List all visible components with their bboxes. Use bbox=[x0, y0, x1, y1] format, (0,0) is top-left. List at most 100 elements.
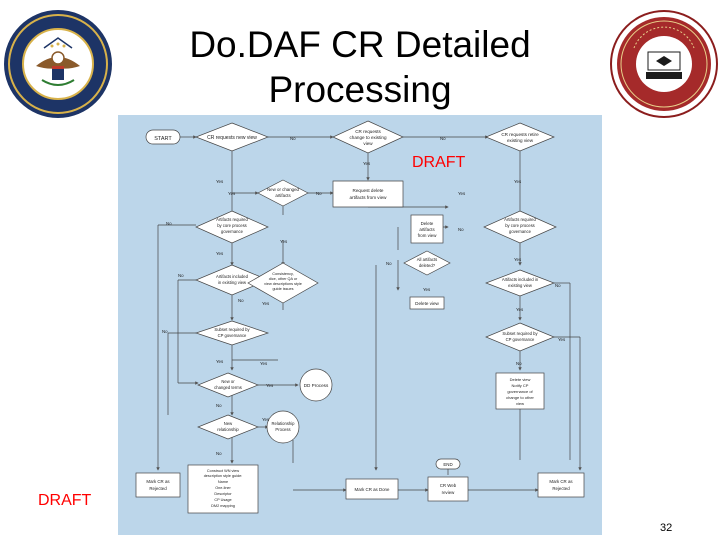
delete-notify-label-1: Delete view bbox=[510, 377, 531, 382]
cr-web-label-1: CR Web bbox=[440, 483, 457, 488]
decision-retire-view-label-2: existing view bbox=[507, 138, 534, 143]
process-relationship bbox=[266, 410, 300, 444]
subset-r-label-2: CP governance bbox=[506, 337, 535, 342]
delete-artifacts-label-1: Delete bbox=[421, 221, 434, 226]
connector-label-yes-13: Yes bbox=[216, 359, 224, 364]
delete-notify-label-5: view bbox=[516, 401, 524, 406]
mark-rejected-left-label-2: Rejected bbox=[149, 486, 167, 491]
decision-artifacts-core-right bbox=[483, 210, 557, 244]
connector-label-yes-1: Yes bbox=[363, 161, 371, 166]
all-artifacts-label-2: deleted? bbox=[419, 263, 436, 268]
mark-rejected-left-label-1: Mark CR as bbox=[146, 479, 170, 484]
decision-subset bbox=[194, 320, 270, 346]
connector-label-no-6: No bbox=[386, 261, 392, 266]
connector-label-yes-9: Yes bbox=[423, 287, 431, 292]
process-mark-rejected-left bbox=[135, 472, 181, 498]
connector-label-yes-7: Yes bbox=[514, 257, 522, 262]
new-terms-label-1: New or bbox=[221, 379, 235, 384]
connector-label-yes-10: Yes bbox=[262, 301, 270, 306]
slide-title: Do.DAF CR Detailed Processing bbox=[150, 22, 570, 112]
decision-change-view-label-1: CR requests bbox=[355, 129, 381, 134]
decision-change-view-label-3: view bbox=[363, 141, 373, 146]
dd-process-label: DD Process bbox=[304, 383, 329, 388]
mark-rejected-right-label-2: Rejected bbox=[552, 486, 570, 491]
slide-title-line-1: Do.DAF CR Detailed bbox=[189, 24, 531, 65]
process-dd bbox=[299, 368, 333, 402]
artifacts-incl-label-1: Artifacts included bbox=[216, 274, 249, 279]
construct-label-7: DM2 mapping bbox=[211, 504, 235, 508]
consistency-label-2: dice, other QA or bbox=[269, 277, 298, 281]
connector-label-no-11: No bbox=[516, 361, 522, 366]
end-terminator bbox=[435, 458, 461, 470]
new-relationship-label-1: New bbox=[224, 421, 233, 426]
dod-cio-seal bbox=[610, 10, 718, 118]
connector-label-yes-12: Yes bbox=[558, 337, 566, 342]
decision-artifacts-core bbox=[195, 210, 269, 244]
flowchart: START CR requests new view CR requests c… bbox=[118, 115, 602, 535]
connector-label-yes-8: Yes bbox=[216, 251, 224, 256]
decision-new-relationship bbox=[197, 414, 259, 440]
draft-watermark-top: DRAFT bbox=[412, 154, 466, 171]
construct-label-5: Descriptor bbox=[214, 492, 232, 496]
artifacts-core-label-3: governance bbox=[221, 229, 244, 234]
connector-label-yes-11: Yes bbox=[516, 307, 524, 312]
connector-label-no-13: No bbox=[216, 451, 222, 456]
request-delete-label-2: artifacts from view bbox=[349, 195, 387, 200]
connector-label-no-7: No bbox=[178, 273, 184, 278]
connector-label-no-9: No bbox=[238, 298, 244, 303]
consistency-label-4: guide issues bbox=[272, 287, 293, 291]
consistency-label-1: Consistency, bbox=[272, 272, 293, 276]
connector-label-no-3: No bbox=[316, 191, 322, 196]
delete-artifacts-label-2: artifacts bbox=[419, 227, 435, 232]
decision-new-changed-terms bbox=[197, 372, 259, 398]
all-artifacts-label-1: All artifacts bbox=[417, 257, 437, 262]
process-delete-view bbox=[409, 296, 445, 310]
delete-notify-label-2: Notify CP bbox=[512, 383, 529, 388]
delete-artifacts-label-3: from view bbox=[418, 233, 438, 238]
new-terms-label-2: changed terms bbox=[214, 385, 242, 390]
artifacts-core-label-1: Artifacts required bbox=[216, 217, 248, 222]
connector-label-yes-6: Yes bbox=[280, 239, 288, 244]
construct-label-1: Construct WN view bbox=[207, 469, 240, 473]
connector-label-no-5: No bbox=[458, 227, 464, 232]
consistency-label-3: view descriptions style bbox=[264, 282, 302, 286]
decision-artifacts-included bbox=[195, 264, 269, 296]
connector-label-no-2: No bbox=[440, 136, 446, 141]
page-number: 32 bbox=[660, 522, 673, 534]
artifacts-incl-r-label-1: Artifacts included in bbox=[502, 277, 539, 282]
subset-label-2: CP governance bbox=[218, 333, 247, 338]
cr-web-label-2: review bbox=[442, 490, 456, 495]
artifacts-core-r-label-2: by core process bbox=[505, 223, 535, 228]
decision-new-view bbox=[195, 122, 269, 152]
artifacts-core-r-label-3: governance bbox=[509, 229, 532, 234]
construct-label-6: CP Usage bbox=[214, 498, 231, 502]
construct-label-2: description style guide: bbox=[204, 474, 243, 478]
connector-label-yes-3: Yes bbox=[228, 191, 236, 196]
decision-artifacts-included-right bbox=[485, 269, 555, 297]
process-mark-rejected-right bbox=[537, 472, 585, 498]
request-delete-label-1: Request delete bbox=[353, 188, 384, 193]
connector-label-no-8: No bbox=[555, 283, 561, 288]
connector-label-no-10: No bbox=[162, 329, 168, 334]
process-request-delete bbox=[332, 180, 404, 208]
slide-title-line-2: Processing bbox=[268, 69, 452, 110]
draft-watermark-bottom: DRAFT bbox=[38, 492, 92, 509]
connector-label-yes-4: Yes bbox=[458, 191, 466, 196]
relationship-process-label-2: Process bbox=[275, 427, 290, 432]
artifacts-core-r-label-1: Artifacts required bbox=[504, 217, 536, 222]
mark-done-label: Mark CR as Done bbox=[355, 487, 390, 492]
decision-new-changed-label-2: artifacts bbox=[275, 193, 291, 198]
subset-r-label-1: Subset required by bbox=[502, 331, 538, 336]
decision-consistency bbox=[247, 262, 319, 304]
connector-label-yes-14: Yes bbox=[260, 361, 268, 366]
process-delete-notify bbox=[495, 372, 545, 410]
artifacts-incl-r-label-2: existing view bbox=[508, 283, 533, 288]
construct-label-4: One-liner bbox=[215, 486, 231, 490]
connector-label-yes-5: Yes bbox=[514, 179, 522, 184]
decision-new-view-label: CR requests new view bbox=[207, 135, 257, 141]
connector-label-yes-15: Yes bbox=[266, 383, 274, 388]
connector-label-yes-16: Yes bbox=[262, 417, 270, 422]
end-label: END bbox=[443, 462, 452, 467]
connector-label-no-12: No bbox=[216, 403, 222, 408]
process-mark-done bbox=[345, 478, 399, 500]
